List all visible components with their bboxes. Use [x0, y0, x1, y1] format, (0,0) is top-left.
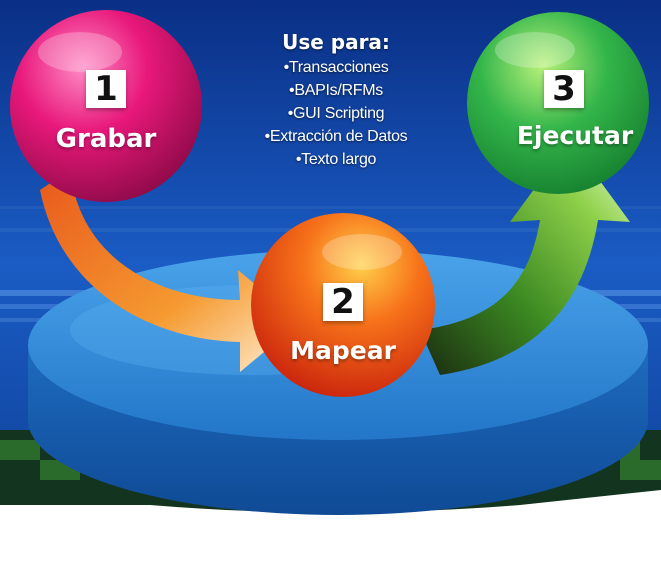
use-for-item: Extracción de Datos: [236, 125, 436, 148]
use-for-title: Use para:: [282, 30, 390, 54]
arrow-mapear-to-ejecutar: [420, 140, 630, 375]
use-for-item: GUI Scripting: [236, 102, 436, 125]
use-for-item: BAPIs/RFMs: [236, 79, 436, 102]
use-for-item: Texto largo: [236, 148, 436, 171]
use-for-list: Transacciones BAPIs/RFMs GUI Scripting E…: [236, 56, 436, 171]
step-number-ejecutar: 3: [544, 70, 584, 108]
use-for-panel: Use para: Transacciones BAPIs/RFMs GUI S…: [236, 30, 436, 171]
white-floor: [0, 490, 661, 588]
use-for-item: Transacciones: [236, 56, 436, 79]
step-label-ejecutar: Ejecutar: [516, 121, 634, 150]
arrow-grabar-to-mapear: [40, 170, 300, 372]
step-number-grabar: 1: [86, 70, 126, 108]
step-label-mapear: Mapear: [290, 336, 396, 365]
step-label-grabar: Grabar: [55, 124, 157, 154]
step-number-mapear: 2: [323, 283, 363, 321]
